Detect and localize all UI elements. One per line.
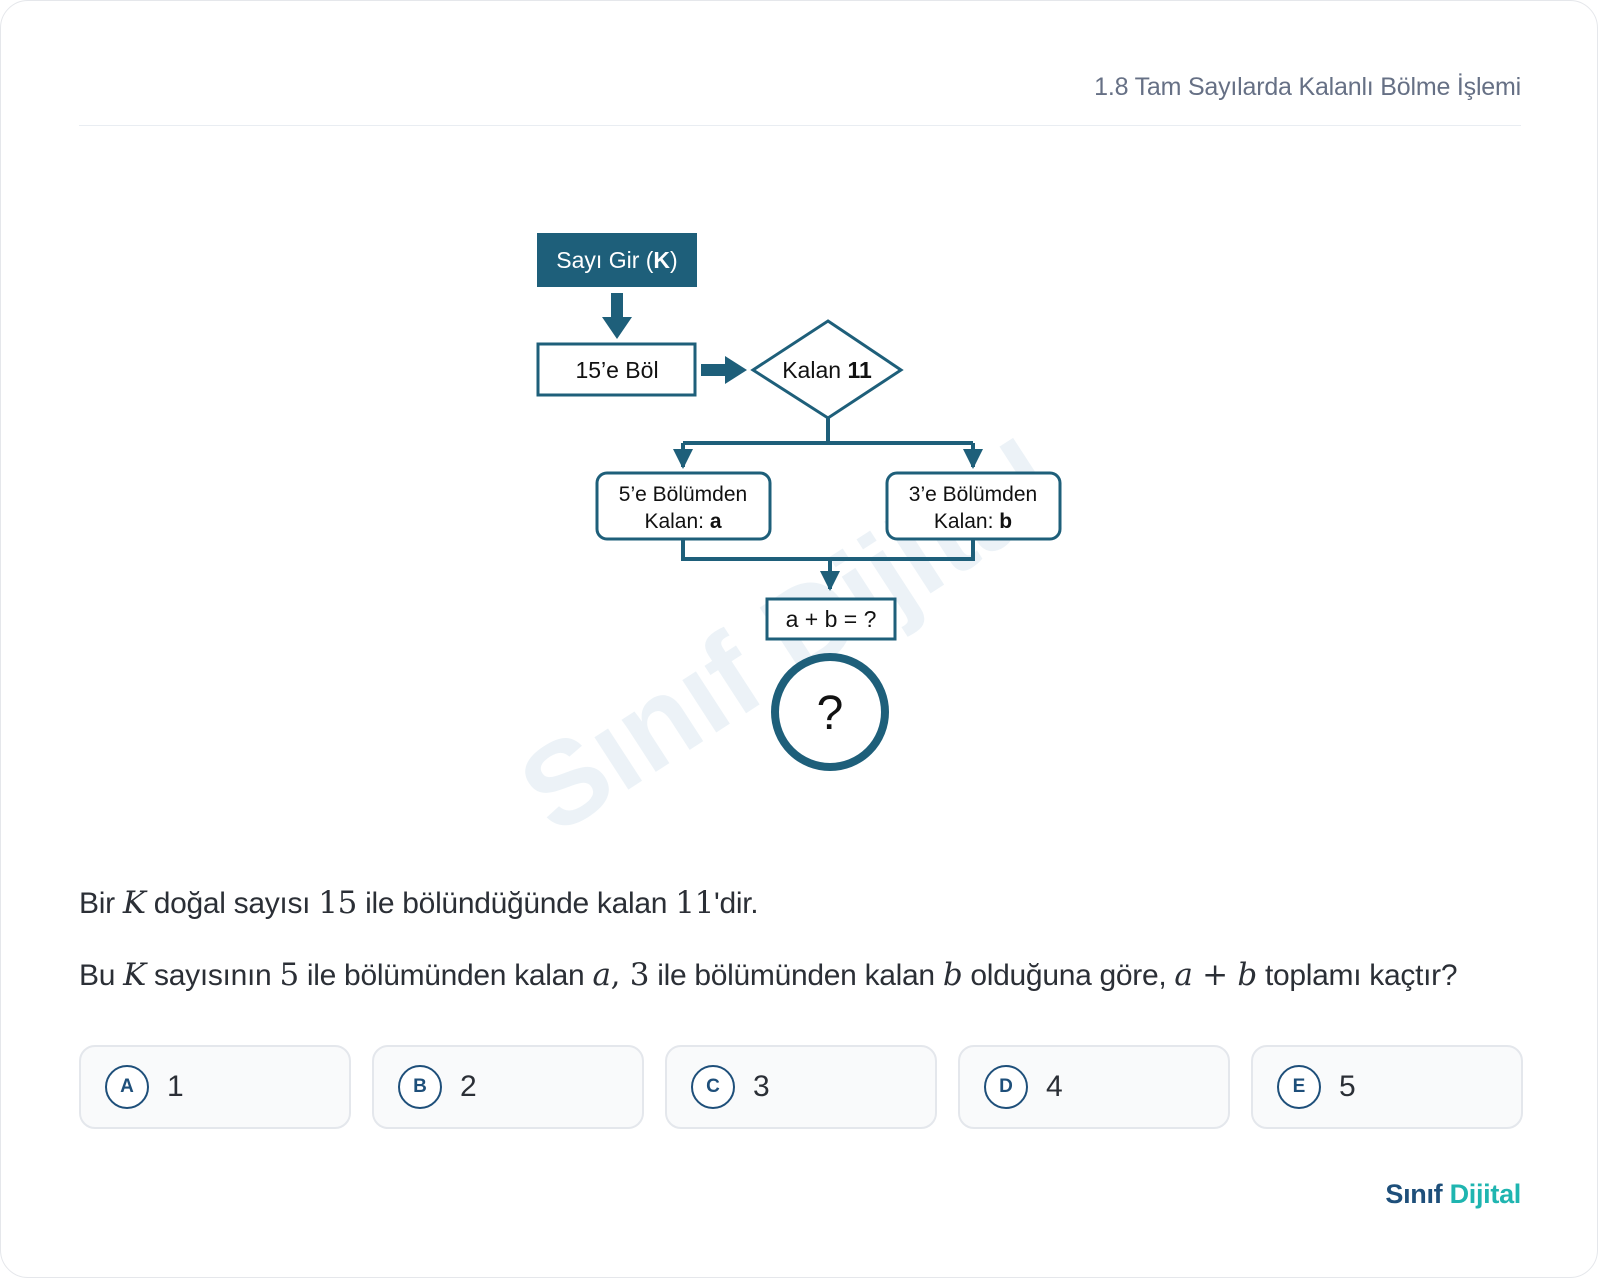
- flowchart-diagram: Sınıf Dijital Sayı Gir (K) 15’e Böl Kala…: [498, 233, 1081, 859]
- end-label: ?: [817, 687, 844, 740]
- end-circle: [771, 653, 889, 771]
- var-a: a: [592, 957, 611, 993]
- choice-b[interactable]: B 2: [372, 1045, 644, 1129]
- num-5: 5: [279, 957, 299, 993]
- choice-value-c: 3: [753, 1070, 770, 1103]
- branch-connector: [683, 418, 973, 445]
- num-11: 11: [675, 885, 715, 921]
- left-process-line2: Kalan: a: [644, 510, 721, 533]
- choice-value-d: 4: [1046, 1070, 1063, 1103]
- divide-box-label: 15’e Böl: [575, 357, 658, 383]
- choice-letter-d: D: [984, 1065, 1028, 1109]
- choice-d[interactable]: D 4: [958, 1045, 1230, 1129]
- header-divider: [79, 125, 1521, 126]
- result-box: [765, 597, 897, 641]
- arrow-down-icon: [602, 293, 632, 339]
- choice-letter-b: B: [398, 1065, 442, 1109]
- question-line-2: Bu K sayısının 5 ile bölümünden kalan a,…: [79, 957, 1458, 993]
- var-k: K: [122, 885, 146, 921]
- choice-value-b: 2: [460, 1070, 477, 1103]
- choice-e[interactable]: E 5: [1251, 1045, 1523, 1129]
- right-process-line2: Kalan: b: [934, 510, 1012, 533]
- choice-a[interactable]: A 1: [79, 1045, 351, 1129]
- expr-a-plus-b: a + b: [1174, 957, 1257, 993]
- num-3: 3: [629, 957, 650, 993]
- answer-choices: A 1 B 2 C 3 D 4 E 5: [79, 1045, 1523, 1129]
- start-box-label: Sayı Gir (K): [556, 247, 677, 273]
- var-k: K: [123, 957, 146, 993]
- question-line-1: Bir K doğal sayısı 15 ile bölündüğünde k…: [79, 885, 759, 921]
- choice-c[interactable]: C 3: [665, 1045, 937, 1129]
- choice-value-a: 1: [167, 1070, 184, 1103]
- num-15: 15: [318, 885, 358, 921]
- result-label: a + b = ?: [786, 606, 877, 632]
- left-process-line1: 5’e Bölümden: [619, 483, 747, 506]
- choice-letter-e: E: [1277, 1065, 1321, 1109]
- decision-label: Kalan 11: [782, 357, 872, 383]
- choice-letter-c: C: [691, 1065, 735, 1109]
- brand-logo: Sınıf Dijital: [1385, 1179, 1521, 1209]
- flowchart-figure: Sınıf Dijital Sayı Gir (K) 15’e Böl Kala…: [381, 201, 1221, 861]
- var-b: b: [942, 957, 963, 993]
- choice-value-e: 5: [1339, 1070, 1356, 1103]
- topic-title: 1.8 Tam Sayılarda Kalanlı Bölme İşlemi: [1094, 73, 1521, 101]
- arrow-right-icon: [701, 356, 747, 384]
- start-box: [537, 233, 697, 287]
- choice-letter-a: A: [105, 1065, 149, 1109]
- right-process-line1: 3’e Bölümden: [909, 483, 1037, 506]
- divide-box: [536, 342, 697, 397]
